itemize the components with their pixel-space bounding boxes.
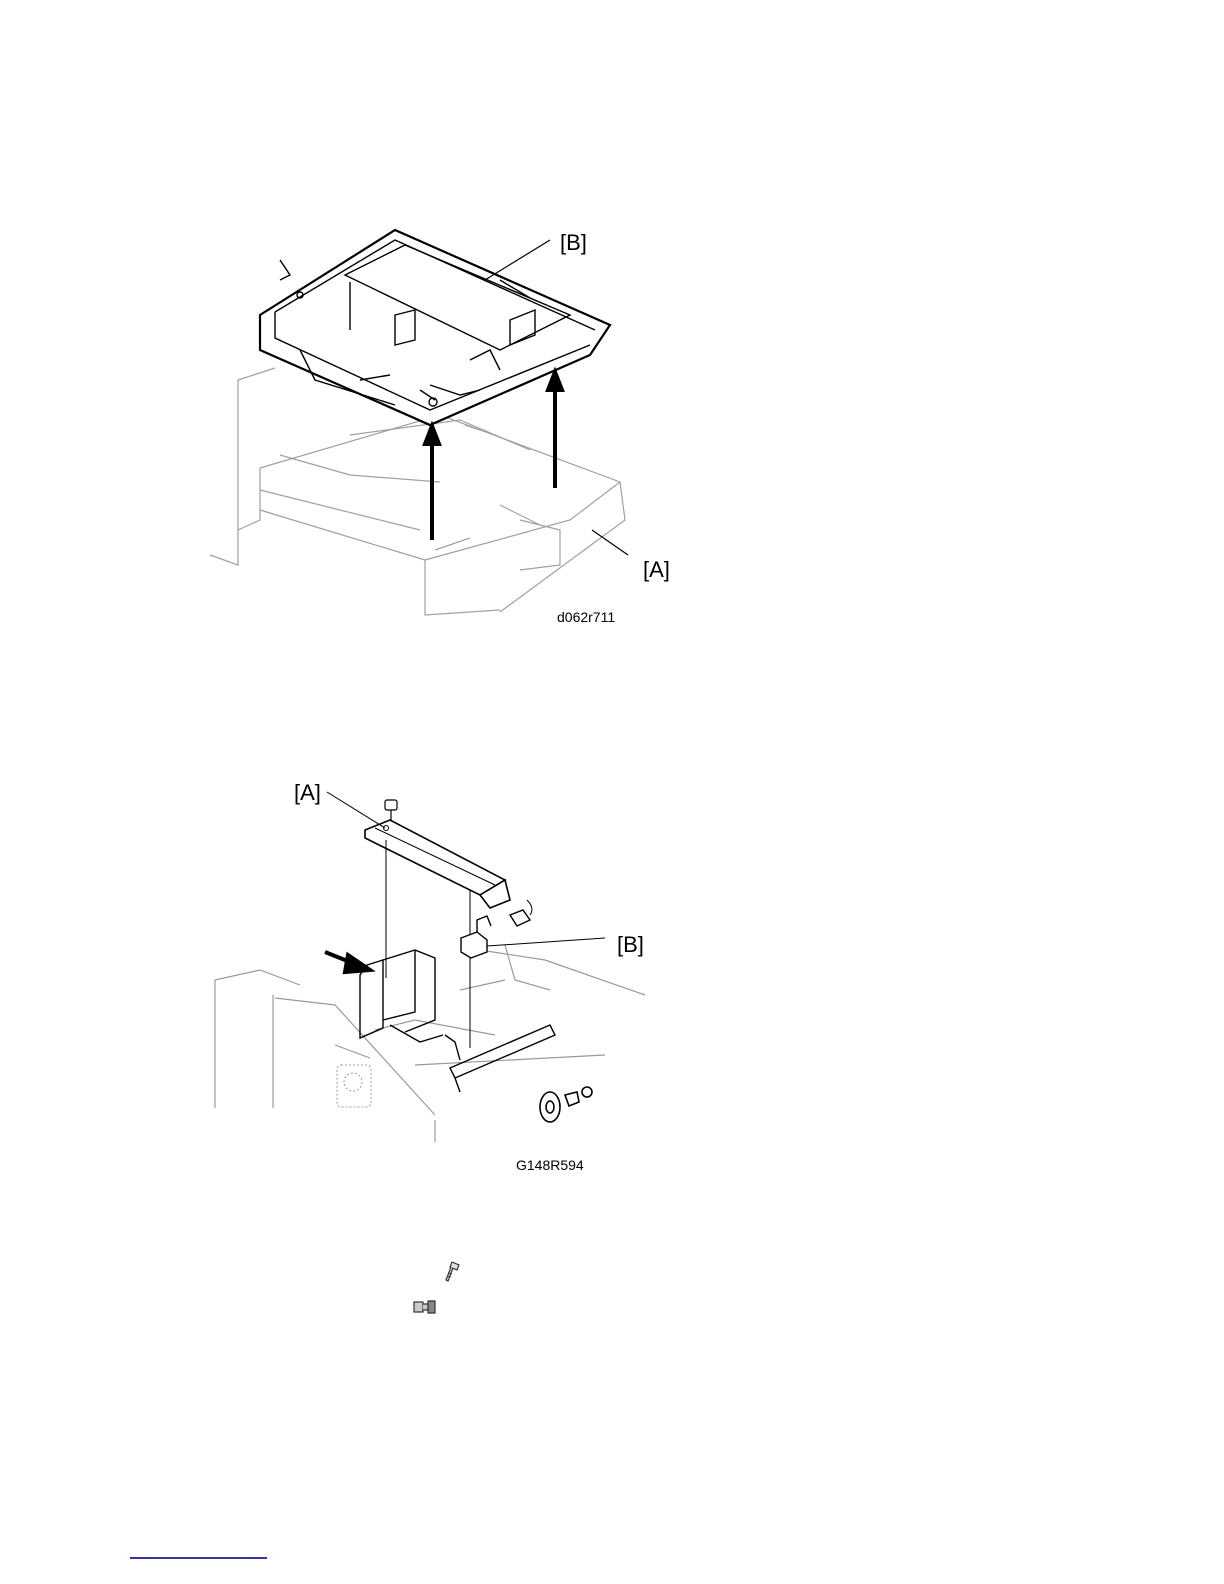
figure-guide-plate — [205, 780, 655, 1150]
screw-icon — [442, 1260, 462, 1289]
figure2-label-b: [B] — [617, 932, 644, 958]
footnote-rule — [130, 1557, 267, 1559]
figure2-code: G148R594 — [516, 1157, 584, 1173]
tray-removal-drawing — [200, 220, 680, 630]
figure1-code: d062r711 — [557, 609, 615, 625]
figure-tray-removal — [200, 220, 680, 630]
figure1-label-a: [A] — [643, 557, 670, 583]
guide-plate-drawing — [205, 780, 655, 1150]
connector-icon — [412, 1297, 438, 1322]
figure1-label-b: [B] — [560, 230, 587, 256]
figure2-label-a: [A] — [294, 780, 321, 806]
